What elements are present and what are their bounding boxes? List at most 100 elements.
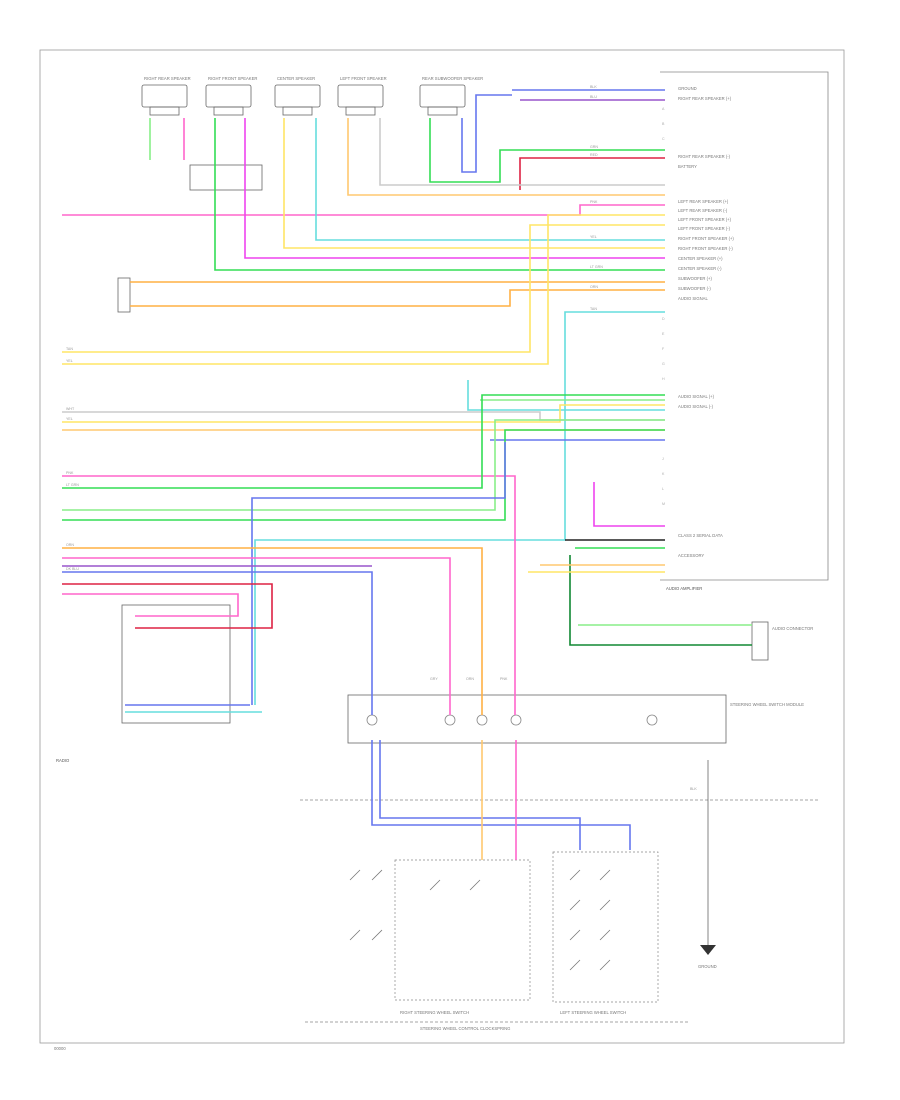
right-steering-switch[interactable]: RIGHT STEERING WHEEL SWITCH — [394, 859, 531, 1015]
wire-blue-lower[interactable] — [62, 571, 373, 715]
wire-green-row1[interactable] — [62, 394, 665, 489]
wire-labels: BLK BLU GRN RED PNK YEL LT GRN ORN TAN T… — [66, 85, 697, 791]
speaker-label: LEFT FRONT SPEAKER — [340, 76, 387, 81]
amp-pin-label: LEFT FRONT SPEAKER (+) — [678, 217, 732, 222]
speaker-left-front[interactable]: LEFT FRONT SPEAKER — [337, 76, 387, 116]
ground-label: GROUND — [698, 964, 717, 969]
svg-text:H: H — [662, 377, 665, 381]
wire-dark-green-amp[interactable] — [569, 555, 752, 646]
switch-contacts — [349, 869, 611, 971]
wire-label: ORN — [590, 285, 598, 289]
radio-label: RADIO — [56, 758, 70, 763]
svg-text:K: K — [662, 472, 665, 476]
steering-wheel-switch-module[interactable]: STEERING WHEEL SWITCH MODULE — [347, 694, 804, 744]
audio-amplifier[interactable]: AUDIO AMPLIFIER — [660, 71, 829, 591]
wire-red-lower[interactable] — [62, 583, 273, 629]
speaker-label: CENTER SPEAKER — [277, 76, 315, 81]
wire-blue-radio[interactable] — [251, 442, 506, 705]
wire-pink-lower[interactable] — [62, 557, 451, 715]
wire-label: DK BLU — [66, 567, 79, 571]
amplifier-label: AUDIO AMPLIFIER — [666, 586, 702, 591]
wire-label: BLK — [690, 787, 697, 791]
ground-symbol: GROUND — [698, 760, 717, 969]
svg-text:D: D — [662, 317, 665, 321]
speaker-connector — [189, 164, 263, 191]
wire-magenta-amp[interactable] — [593, 482, 665, 527]
left-switch-label: LEFT STEERING WHEEL SWITCH — [560, 1010, 626, 1015]
svg-text:J: J — [662, 457, 664, 461]
wire-blue-clockspring-2[interactable] — [379, 740, 581, 850]
svg-text:L: L — [662, 487, 664, 491]
amp-pin-label: CENTER SPEAKER (+) — [678, 256, 723, 261]
wire-orange-row2[interactable] — [130, 289, 665, 307]
amp-pin-label: AUDIO SIGNAL (+) — [678, 394, 715, 399]
wire-yellow-row3[interactable] — [62, 404, 665, 423]
audio-connector[interactable]: AUDIO CONNECTOR — [751, 621, 813, 661]
wire-yellow-row2[interactable] — [62, 214, 665, 365]
radio[interactable]: RADIO — [56, 604, 231, 763]
speaker-right-rear[interactable]: RIGHT REAR SPEAKER — [141, 76, 191, 116]
wire-yellow-row1[interactable] — [62, 224, 665, 353]
wire-yellow-center[interactable] — [283, 118, 665, 249]
wire-cyan-mid[interactable] — [467, 380, 665, 411]
speaker-label: RIGHT FRONT SPEAKER — [208, 76, 257, 81]
wire-label: ORN — [466, 677, 474, 681]
left-steering-switch[interactable]: LEFT STEERING WHEEL SWITCH — [552, 851, 659, 1015]
wire-pink-long[interactable] — [62, 204, 665, 216]
wire-pink-row[interactable] — [62, 475, 516, 715]
amp-pin-label: SUBWOOFER (+) — [678, 276, 712, 281]
wire-cyan-long[interactable] — [254, 311, 665, 705]
wire-green-subwoofer[interactable] — [429, 118, 665, 183]
amp-pin-label: GROUND — [678, 86, 697, 91]
amp-pin-label: RIGHT FRONT SPEAKER (-) — [678, 246, 733, 251]
speaker-right-front[interactable]: RIGHT FRONT SPEAKER — [205, 76, 257, 116]
speaker-label: REAR SUBWOOFER SPEAKER — [422, 76, 483, 81]
wire-green-row3[interactable] — [62, 429, 665, 521]
wire-label: PNK — [590, 200, 598, 204]
wire-green-row2[interactable] — [62, 419, 665, 511]
wire-gray-row[interactable] — [62, 411, 665, 421]
wire-blue-subwoofer[interactable] — [461, 94, 512, 173]
wire-label: PNK — [500, 677, 508, 681]
wire-gray-lf[interactable] — [379, 118, 665, 186]
connector-label: AUDIO CONNECTOR — [772, 626, 813, 631]
wire-magenta-rf[interactable] — [244, 118, 665, 259]
svg-text:C: C — [662, 137, 665, 141]
speaker-center[interactable]: CENTER SPEAKER — [274, 76, 321, 116]
amp-pin-label: LEFT REAR SPEAKER (+) — [678, 199, 729, 204]
amp-pin-label: CLASS 2 SERIAL DATA — [678, 533, 723, 538]
page-frame — [39, 49, 845, 1044]
amp-pin-label: BATTERY — [678, 164, 697, 169]
amp-pin-label: AUDIO SIGNAL — [678, 296, 708, 301]
amp-pin-label: LEFT FRONT SPEAKER (-) — [678, 226, 731, 231]
speaker-subwoofer[interactable]: REAR SUBWOOFER SPEAKER — [419, 76, 483, 116]
amp-pin-label: RIGHT REAR SPEAKER (-) — [678, 154, 731, 159]
wire-label: LT GRN — [590, 265, 603, 269]
wire-orange-lf[interactable] — [347, 118, 665, 196]
wire-label: BLU — [590, 95, 597, 99]
wire-label: GRY — [430, 677, 438, 681]
wire-label: YEL — [66, 417, 73, 421]
speaker-group: RIGHT REAR SPEAKER RIGHT FRONT SPEAKER C… — [141, 76, 483, 116]
wire-orange-lower[interactable] — [62, 547, 483, 715]
svg-text:B: B — [662, 122, 665, 126]
svg-text:E: E — [662, 332, 665, 336]
wire-label: TAN — [590, 307, 597, 311]
amp-pin-label: RIGHT REAR SPEAKER (+) — [678, 96, 732, 101]
wire-label: WHT — [66, 407, 75, 411]
wire-cyan-center[interactable] — [315, 118, 665, 241]
wire-label: RED — [590, 153, 598, 157]
wire-blue-clockspring[interactable] — [371, 740, 631, 850]
wire-red-battery[interactable] — [519, 157, 665, 190]
wire-label: ORN — [66, 543, 74, 547]
page-code: 00000 — [54, 1046, 66, 1051]
svg-text:M: M — [662, 502, 665, 506]
wire-label: BLK — [590, 85, 597, 89]
wire-label: GRN — [590, 145, 598, 149]
amp-pin-label: ACCESSORY — [678, 553, 704, 558]
svg-text:A: A — [662, 107, 665, 111]
wire-pink-radio[interactable] — [62, 593, 239, 617]
wire-label: YEL — [66, 359, 73, 363]
wire-green-rf[interactable] — [214, 118, 665, 271]
